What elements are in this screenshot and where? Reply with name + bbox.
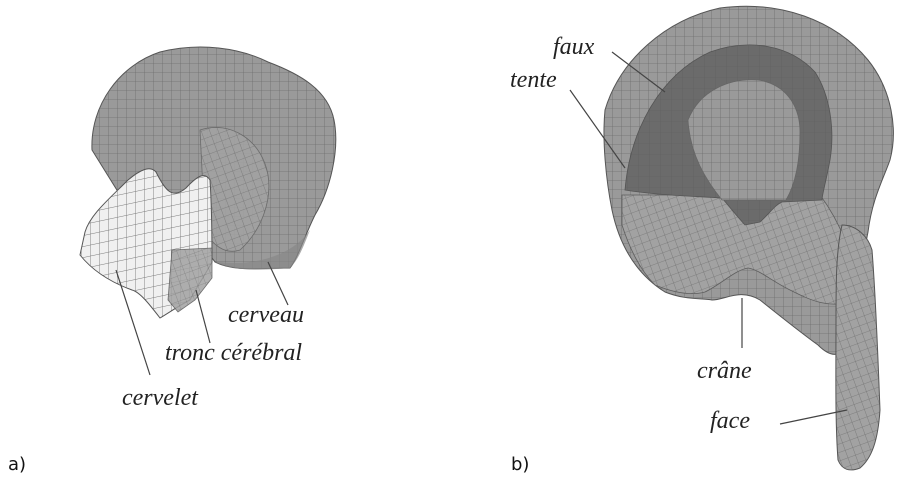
panel-a: cerveau tronc cérébral cervelet a) bbox=[8, 47, 336, 475]
panel-b: faux tente crâne face b) bbox=[510, 6, 893, 475]
label-faux: faux bbox=[553, 34, 595, 60]
label-crane: crâne bbox=[697, 358, 752, 384]
label-cervelet: cervelet bbox=[122, 385, 199, 411]
label-tronc-cerebral: tronc cérébral bbox=[165, 340, 302, 366]
panel-label-a: a) bbox=[8, 454, 26, 475]
label-face: face bbox=[710, 408, 750, 434]
label-tente: tente bbox=[510, 67, 557, 93]
label-cerveau: cerveau bbox=[228, 302, 304, 328]
face-mesh bbox=[836, 225, 880, 470]
leader-tronc-cerebral bbox=[196, 290, 210, 343]
tronc-cerebral-mesh bbox=[168, 248, 212, 312]
panel-label-b: b) bbox=[511, 454, 529, 475]
